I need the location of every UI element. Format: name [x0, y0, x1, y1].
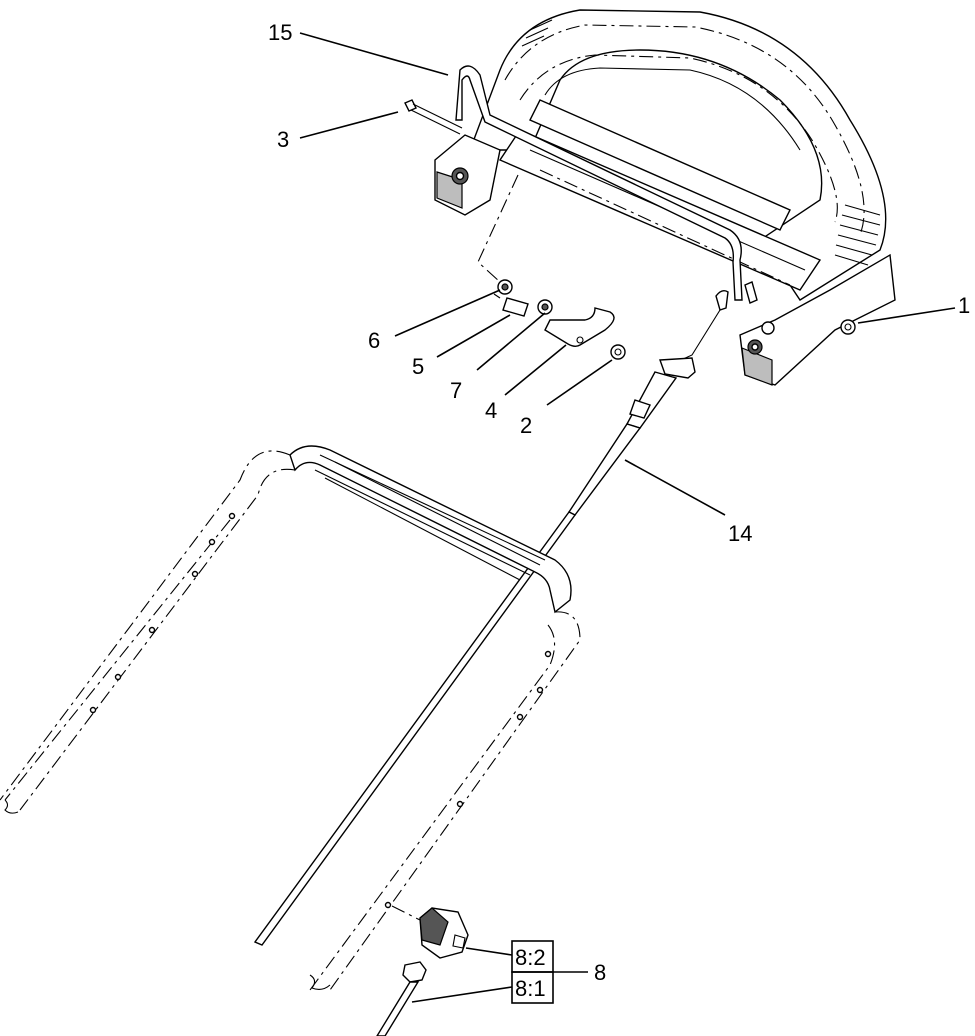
callout-1: 1	[958, 293, 970, 318]
switch-housing	[391, 905, 469, 959]
lower-handle	[0, 445, 581, 991]
callout-8-2: 8:2	[515, 945, 546, 970]
callout-14: 14	[728, 521, 752, 546]
leader-lines	[299, 32, 956, 1003]
callout-3: 3	[277, 127, 289, 152]
drive-cable	[253, 289, 729, 946]
hardware	[404, 99, 856, 360]
callout-6: 6	[368, 328, 380, 353]
callout-2: 2	[520, 413, 532, 438]
callout-5: 5	[412, 354, 424, 379]
callout-8: 8	[594, 960, 606, 985]
callout-4: 4	[485, 398, 497, 423]
callout-7: 7	[450, 378, 462, 403]
upper-handle-assembly	[434, 9, 896, 386]
callout-15: 15	[268, 20, 292, 45]
cable-connector	[376, 961, 427, 1036]
callout-8-1: 8:1	[515, 976, 546, 1001]
grip-ribs	[834, 204, 881, 266]
